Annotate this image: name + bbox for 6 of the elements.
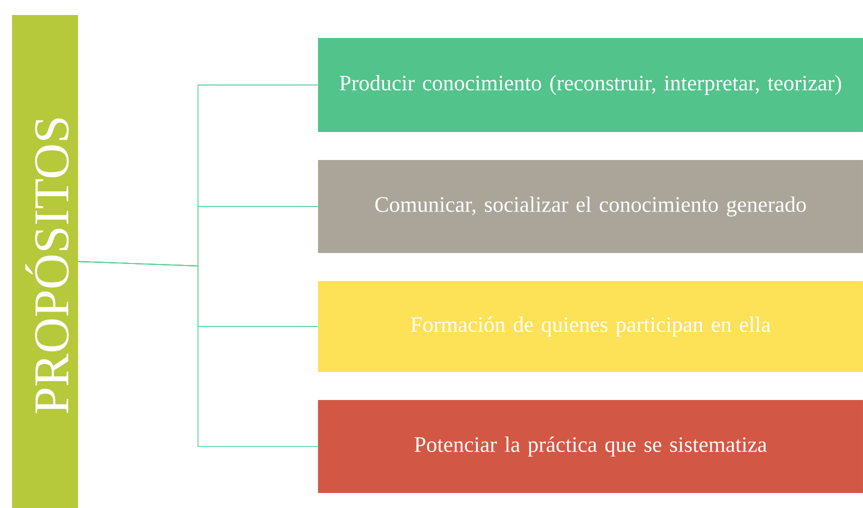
purpose-box: Potenciar la práctica que se sistematiza	[318, 400, 863, 493]
purpose-box: Formación de quienes participan en ella	[318, 281, 863, 372]
purpose-box: Producir conocimiento (reconstruir, interpretar, teorizar)	[318, 38, 863, 132]
title-bar: PROPÓSITOS	[12, 15, 78, 508]
connector-line	[78, 261, 318, 447]
purpose-box: Comunicar, socializar el conocimiento generado	[318, 160, 863, 253]
